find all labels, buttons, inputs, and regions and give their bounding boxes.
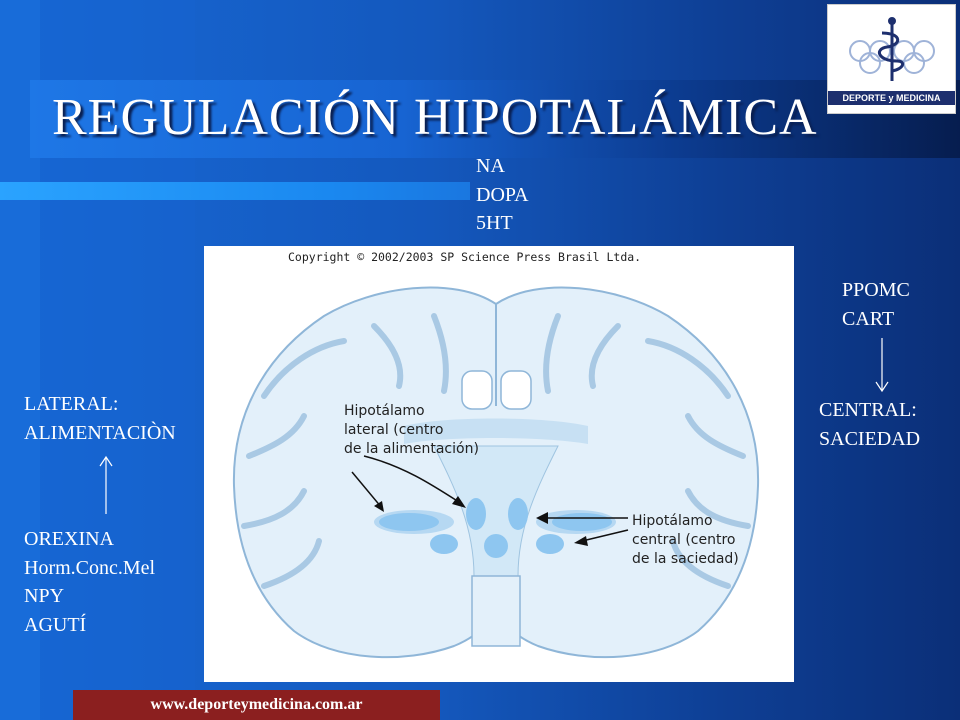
- logo-caption: DEPORTE y MEDICINA: [828, 91, 955, 105]
- neurotransmitters-list: NA DOPA 5HT: [476, 152, 529, 238]
- figure-copyright: Copyright © 2002/2003 SP Science Press B…: [288, 250, 642, 264]
- text-line: NA: [476, 155, 505, 177]
- title-underline: [0, 182, 470, 200]
- text-line: ALIMENTACIÒN: [24, 421, 176, 444]
- central-satiety-label: CENTRAL: SACIEDAD: [819, 396, 920, 453]
- text-line: 5HT: [476, 212, 513, 234]
- text-line: NPY: [24, 585, 65, 607]
- text-line: CENTRAL:: [819, 399, 917, 421]
- text-line: LATERAL:: [24, 393, 119, 415]
- central-hypothalamus-label: Hipotálamo central (centro de la sacieda…: [632, 512, 739, 569]
- text-line: CART: [842, 307, 895, 330]
- text-line: central (centro: [632, 532, 736, 548]
- text-line: DOPA: [476, 183, 529, 206]
- central-peptides-list: PPOMC CART: [842, 276, 910, 333]
- orexigenic-list: OREXINA Horm.Conc.Mel NPY AGUTÍ: [24, 525, 155, 639]
- arrow-down-icon: [875, 338, 889, 393]
- logo-emblem-icon: [849, 17, 935, 81]
- brain-figure: Copyright © 2002/2003 SP Science Press B…: [204, 246, 794, 682]
- text-line: Hipotálamo: [632, 513, 713, 529]
- text-line: OREXINA: [24, 528, 114, 550]
- text-line: de la alimentación): [344, 441, 479, 457]
- slide-title: REGULACIÓN HIPOTALÁMICA: [52, 89, 818, 146]
- text-line: Hipotálamo: [344, 403, 425, 419]
- brain-section-illustration: [232, 286, 760, 659]
- text-line: lateral (centro: [344, 422, 444, 438]
- text-line: SACIEDAD: [819, 427, 921, 450]
- lateral-feeding-label: LATERAL: ALIMENTACIÒN: [24, 390, 176, 447]
- logo: DEPORTE y MEDICINA: [827, 4, 956, 114]
- text-line: AGUTÍ: [24, 613, 87, 636]
- text-line: PPOMC: [842, 279, 910, 301]
- arrow-up-icon: [99, 455, 113, 514]
- text-line: de la saciedad): [632, 551, 739, 567]
- lateral-hypothalamus-label: Hipotálamo lateral (centro de la aliment…: [344, 402, 479, 459]
- footer-url[interactable]: www.deporteymedicina.com.ar: [73, 690, 440, 720]
- title-band: [30, 80, 960, 158]
- text-line: Horm.Conc.Mel: [24, 556, 156, 579]
